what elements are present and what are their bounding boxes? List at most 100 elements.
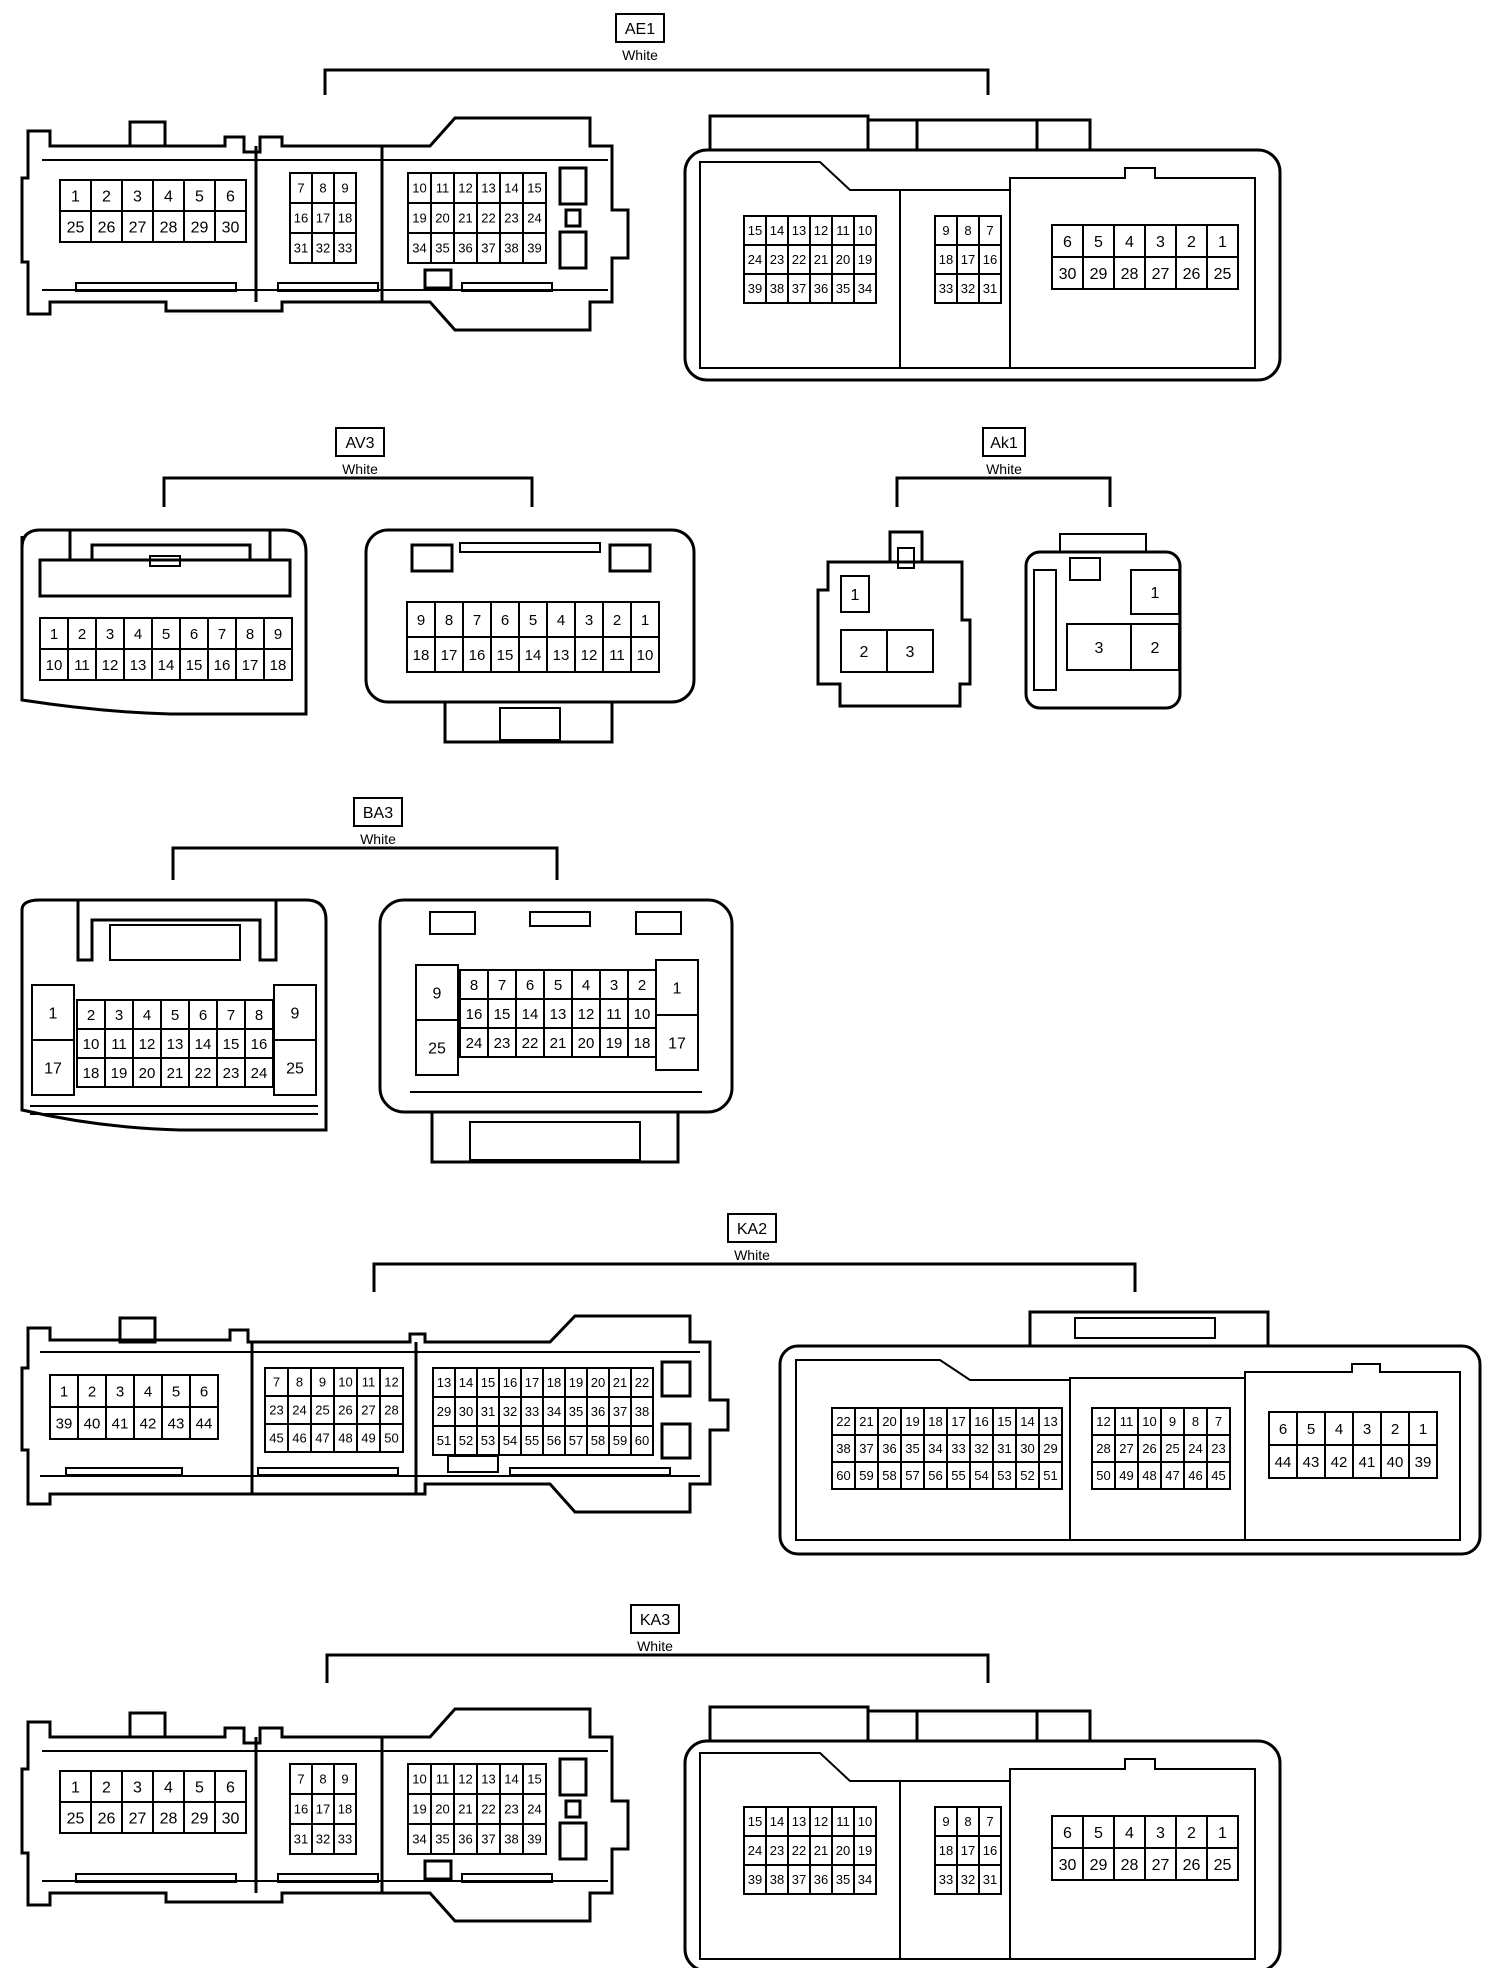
pin-number: 36 [591, 1404, 605, 1419]
pin-number: 36 [814, 1872, 828, 1887]
pin-number: 13 [481, 181, 495, 196]
av3-male-housing [20, 528, 308, 716]
pin-number: 6 [1063, 234, 1072, 251]
pin-number: 19 [412, 1802, 426, 1817]
pin-number: 59 [613, 1433, 627, 1448]
pin-number: 15 [527, 181, 541, 196]
pin-number: 33 [939, 1872, 953, 1887]
pin-cell [840, 575, 870, 613]
pin-number: 12 [581, 647, 598, 664]
pin-number: 58 [591, 1433, 605, 1448]
pin-cell [978, 273, 1002, 304]
pin-cell [235, 648, 265, 681]
pin-number: 9 [942, 1814, 949, 1829]
pin-number: 8 [445, 612, 453, 629]
pin-number: 40 [84, 1415, 101, 1432]
pin-number: 44 [1275, 1454, 1292, 1471]
pin-number: 22 [195, 1065, 212, 1082]
pin-number: 10 [412, 1772, 426, 1787]
pin-number: 25 [1214, 1857, 1232, 1874]
pin-cell [121, 1801, 154, 1834]
pin-number: 21 [613, 1375, 627, 1390]
pin-number: 9 [1169, 1414, 1176, 1429]
pin-number: 12 [1096, 1414, 1110, 1429]
ka2-female-housing [778, 1310, 1482, 1556]
pin-number: 13 [481, 1772, 495, 1787]
pin-number: 19 [858, 252, 872, 267]
pin-number: 29 [1043, 1441, 1057, 1456]
pin-cell [1408, 1444, 1438, 1479]
pin-number: 21 [458, 211, 472, 226]
pin-cell [1051, 1847, 1084, 1881]
pin-number: 16 [974, 1414, 988, 1429]
pin-number: 46 [292, 1431, 306, 1446]
pin-number: 16 [469, 647, 486, 664]
pin-number: 2 [638, 977, 646, 994]
pin-number: 8 [964, 1814, 971, 1829]
pin-cell [273, 1039, 317, 1096]
pin-number: 37 [792, 1872, 806, 1887]
pin-number: 32 [316, 241, 330, 256]
pin-number: 17 [316, 1802, 330, 1817]
ba3-color-label: White [360, 831, 396, 847]
pin-number: 47 [1165, 1468, 1179, 1483]
pin-number: 31 [997, 1441, 1011, 1456]
pin-cell [152, 179, 185, 212]
pin-number: 54 [503, 1433, 517, 1448]
ak1-label-box [982, 427, 1026, 457]
pin-number: 26 [338, 1403, 352, 1418]
pin-number: 2 [78, 626, 86, 643]
pin-number: 25 [286, 1060, 304, 1077]
pin-number: 26 [1142, 1441, 1156, 1456]
pin-number: 4 [143, 1007, 151, 1024]
pin-number: 14 [504, 1772, 518, 1787]
pin-number: 15 [223, 1036, 240, 1053]
pin-number: 35 [435, 241, 449, 256]
ba3-label-box [353, 797, 403, 827]
pin-number: 10 [46, 657, 63, 674]
pin-number: 22 [792, 1843, 806, 1858]
pin-number: 15 [748, 223, 762, 238]
pin-number: 19 [905, 1414, 919, 1429]
pin-cell [161, 1406, 191, 1440]
pin-number: 2 [1187, 234, 1196, 251]
pin-cell [183, 210, 216, 243]
pin-number: 3 [1363, 1421, 1371, 1438]
pin-number: 38 [504, 1832, 518, 1847]
pin-number: 9 [274, 626, 282, 643]
pin-number: 10 [634, 1006, 651, 1023]
pin-cell [90, 179, 123, 212]
ka3-female-housing [683, 1705, 1282, 1973]
pin-number: 39 [748, 1872, 762, 1887]
pin-number: 1 [49, 1005, 58, 1022]
pin-cell [459, 1027, 489, 1058]
pin-cell [160, 1057, 190, 1088]
pin-number: 8 [964, 223, 971, 238]
pin-number: 5 [1094, 1825, 1103, 1842]
pin-number: 14 [1020, 1414, 1034, 1429]
pin-number: 10 [338, 1375, 352, 1390]
pin-cell [655, 1014, 699, 1071]
pin-number: 3 [1095, 640, 1104, 657]
pin-cell [1206, 1461, 1231, 1490]
pin-number: 37 [792, 281, 806, 296]
pin-number: 1 [1419, 1421, 1427, 1438]
pin-number: 8 [319, 1772, 326, 1787]
pin-number: 10 [637, 647, 654, 664]
pin-number: 5 [1307, 1421, 1315, 1438]
pin-number: 3 [1156, 1825, 1165, 1842]
ka3-connector-id: KA3 [640, 1612, 670, 1629]
pin-number: 36 [882, 1441, 896, 1456]
pin-number: 5 [554, 977, 562, 994]
pin-number: 18 [270, 657, 287, 674]
pin-number: 41 [112, 1415, 129, 1432]
pin-number: 38 [836, 1441, 850, 1456]
